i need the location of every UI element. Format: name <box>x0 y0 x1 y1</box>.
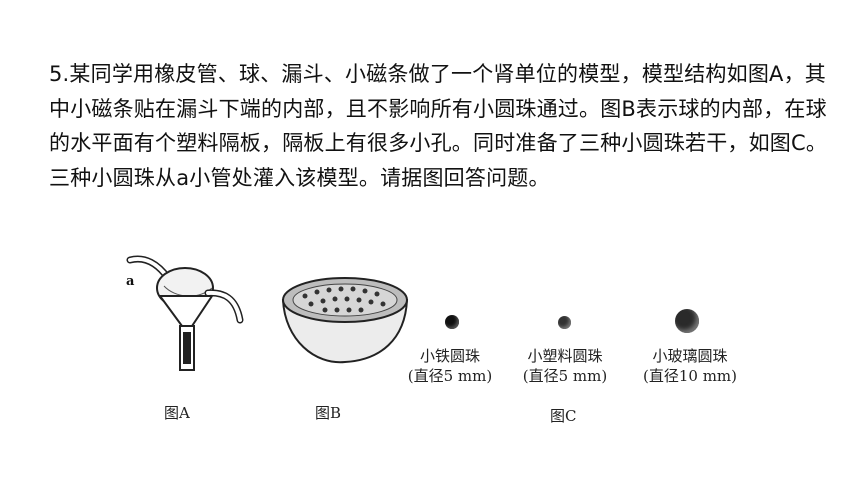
figure-c: 小铁圆珠 (直径5 mm) 小塑料圆珠 (直径5 mm) 小玻璃圆珠 (直径10… <box>380 305 760 425</box>
figure-b-caption: 图B <box>315 404 342 422</box>
figure-c-caption: 图C <box>550 407 577 425</box>
bead-glass-name: 小玻璃圆珠 <box>652 347 728 365</box>
bead-iron-name: 小铁圆珠 <box>419 347 480 365</box>
bead-plastic-spec: (直径5 mm) <box>522 367 608 385</box>
bead-plastic-name: 小塑料圆珠 <box>527 347 603 365</box>
figure-a-caption: 图A <box>164 404 190 422</box>
bead-plastic-dot <box>558 316 571 329</box>
bead-iron: 小铁圆珠 (直径5 mm) <box>380 305 520 385</box>
figure-b: 图B <box>275 270 415 422</box>
ball-interior-illustration <box>281 277 409 364</box>
bead-iron-dot <box>445 315 459 329</box>
figure-a: a 图A <box>120 248 250 422</box>
funnel-model-illustration <box>126 255 244 371</box>
bead-glass-spec: (直径10 mm) <box>642 367 737 385</box>
bead-plastic: 小塑料圆珠 (直径5 mm) <box>495 305 635 385</box>
bead-iron-spec: (直径5 mm) <box>407 367 493 385</box>
question-text: 5.某同学用橡皮管、球、漏斗、小磁条做了一个肾单位的模型，模型结构如图A，其中小… <box>49 62 828 190</box>
bead-glass-dot <box>675 309 699 333</box>
bead-glass: 小玻璃圆珠 (直径10 mm) <box>615 305 765 385</box>
pointer-label-a: a <box>126 274 135 289</box>
